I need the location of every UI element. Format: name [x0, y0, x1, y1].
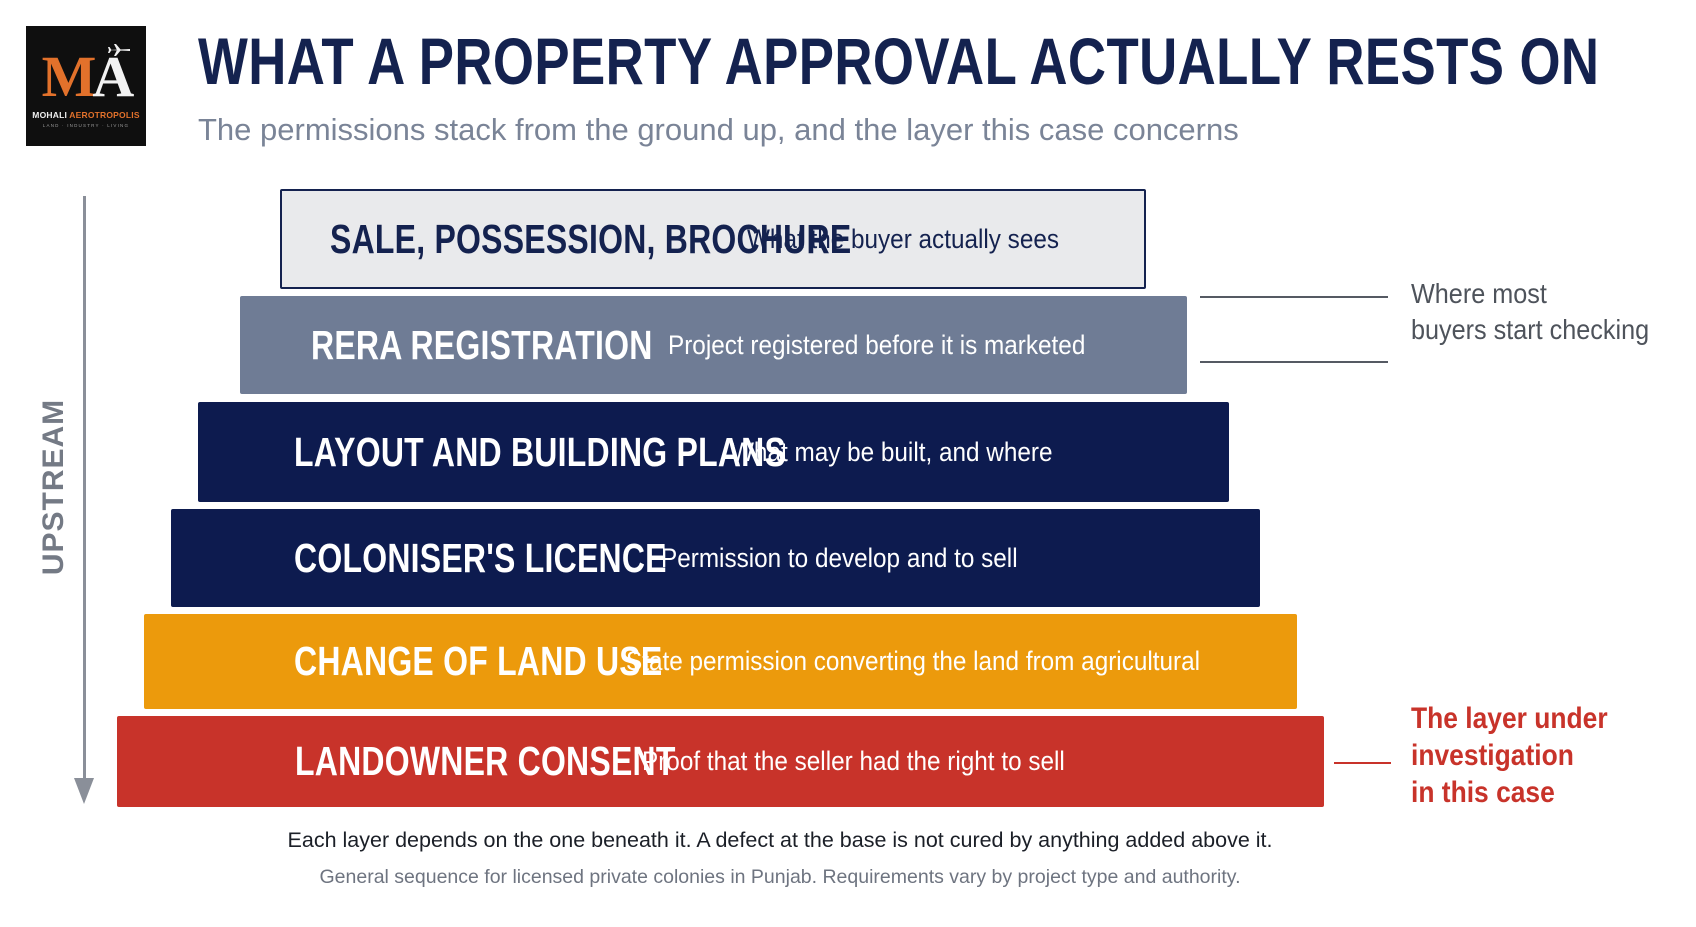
down-arrow-icon: [74, 778, 94, 804]
page-subtitle: The permissions stack from the ground up…: [198, 112, 1239, 147]
logo-mark-left: M: [41, 44, 97, 109]
logo-name-first: MOHALI: [32, 110, 68, 120]
investigation-callout: The layer under investigation in this ca…: [1411, 700, 1608, 811]
logo-name: MOHALI AEROTROPOLIS: [26, 110, 146, 120]
investigation-callout-line: [1334, 762, 1391, 764]
buyers-callout-line-2: buyers start checking: [1411, 314, 1650, 345]
buyers-callout: Where most buyers start checking: [1411, 276, 1649, 348]
callout-bracket-top: [1200, 296, 1388, 298]
layer-title: LAYOUT AND BUILDING PLANS: [294, 428, 787, 475]
layer-description: What the buyer actually sees: [747, 223, 1060, 254]
layer-description: What may be built, and where: [731, 436, 1053, 467]
layer-sale-possession-brochure: SALE, POSSESSION, BROCHURE What the buye…: [280, 189, 1146, 289]
investigation-callout-line-3: in this case: [1411, 776, 1555, 809]
layer-title: SALE, POSSESSION, BROCHURE: [330, 215, 852, 262]
layer-description: Proof that the seller had the right to s…: [642, 746, 1065, 776]
layer-rera-registration: RERA REGISTRATION Project registered bef…: [240, 296, 1187, 394]
buyers-callout-line-1: Where most: [1411, 278, 1547, 309]
logo-name-second: AEROTROPOLIS: [69, 110, 140, 120]
airplane-icon: [108, 44, 130, 56]
upstream-axis-line: [83, 196, 86, 778]
logo-mark-right: A: [92, 44, 134, 109]
layer-layout-building-plans: LAYOUT AND BUILDING PLANS What may be bu…: [198, 402, 1229, 502]
investigation-callout-line-1: The layer under: [1411, 702, 1608, 735]
upstream-axis-text: UPSTREAM: [37, 398, 70, 576]
logo-monogram: MA: [26, 48, 146, 106]
layer-title: COLONISER'S LICENCE: [294, 534, 667, 581]
layer-title: CHANGE OF LAND USE: [294, 638, 663, 684]
layer-change-of-land-use: CHANGE OF LAND USE State permission conv…: [144, 614, 1297, 709]
layer-landowner-consent: LANDOWNER CONSENT Proof that the seller …: [117, 716, 1324, 807]
layer-title: RERA REGISTRATION: [311, 321, 653, 368]
layer-title: LANDOWNER CONSENT: [295, 738, 676, 784]
layer-colonisers-licence: COLONISER'S LICENCE Permission to develo…: [171, 509, 1260, 607]
investigation-callout-line-2: investigation: [1411, 739, 1574, 772]
footer-note: General sequence for licensed private co…: [319, 866, 1241, 888]
brand-logo: MA MOHALI AEROTROPOLIS LAND · INDUSTRY ·…: [26, 26, 146, 146]
page-title: WHAT A PROPERTY APPROVAL ACTUALLY RESTS …: [198, 24, 1600, 98]
layer-description: State permission converting the land fro…: [626, 646, 1201, 676]
logo-tagline: LAND · INDUSTRY · LIVING: [42, 123, 130, 128]
layer-description: Project registered before it is marketed: [668, 329, 1086, 360]
layer-description: Permission to develop and to sell: [661, 542, 1018, 573]
callout-bracket-bottom: [1200, 361, 1388, 363]
footer-statement: Each layer depends on the one beneath it…: [287, 828, 1273, 852]
